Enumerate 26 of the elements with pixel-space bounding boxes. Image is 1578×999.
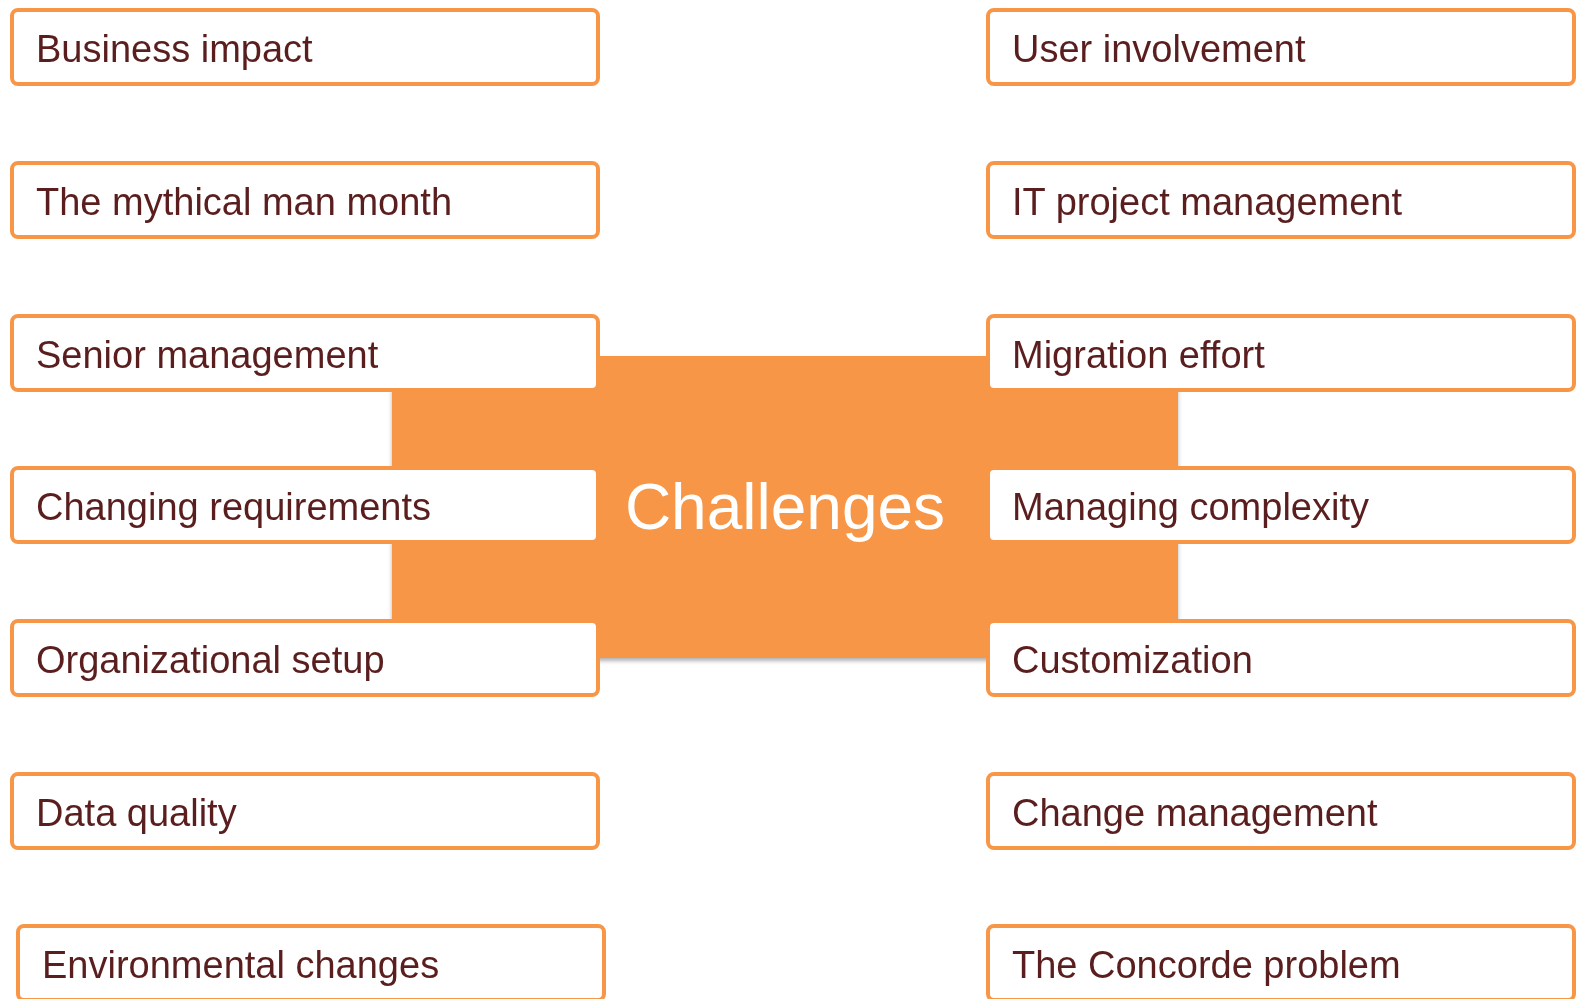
challenge-box	[986, 772, 1576, 850]
challenge-box	[986, 924, 1576, 999]
challenge-label: Environmental changes	[42, 946, 440, 984]
challenge-label: Changing requirements	[36, 488, 431, 526]
challenge-label: The mythical man month	[36, 183, 453, 221]
challenge-label: Business impact	[36, 30, 313, 68]
challenge-label: Organizational setup	[36, 641, 385, 679]
challenge-label: Migration effort	[1012, 336, 1265, 374]
challenge-box	[986, 161, 1576, 239]
challenge-box	[10, 314, 600, 392]
challenge-box	[986, 314, 1576, 392]
challenge-box	[10, 161, 600, 239]
challenge-label: Managing complexity	[1012, 488, 1369, 526]
challenge-label: User involvement	[1012, 30, 1306, 68]
challenge-label: Customization	[1012, 641, 1253, 679]
challenge-box	[10, 8, 600, 86]
challenge-box	[986, 8, 1576, 86]
challenge-label: Change management	[1012, 794, 1378, 832]
challenge-box	[10, 619, 600, 697]
challenge-box	[10, 772, 600, 850]
challenge-label: Data quality	[36, 794, 237, 832]
challenge-box	[986, 619, 1576, 697]
challenge-box	[16, 924, 606, 999]
challenge-label: Senior management	[36, 336, 379, 374]
challenge-label: The Concorde problem	[1012, 946, 1401, 984]
challenge-label: IT project management	[1012, 183, 1403, 221]
